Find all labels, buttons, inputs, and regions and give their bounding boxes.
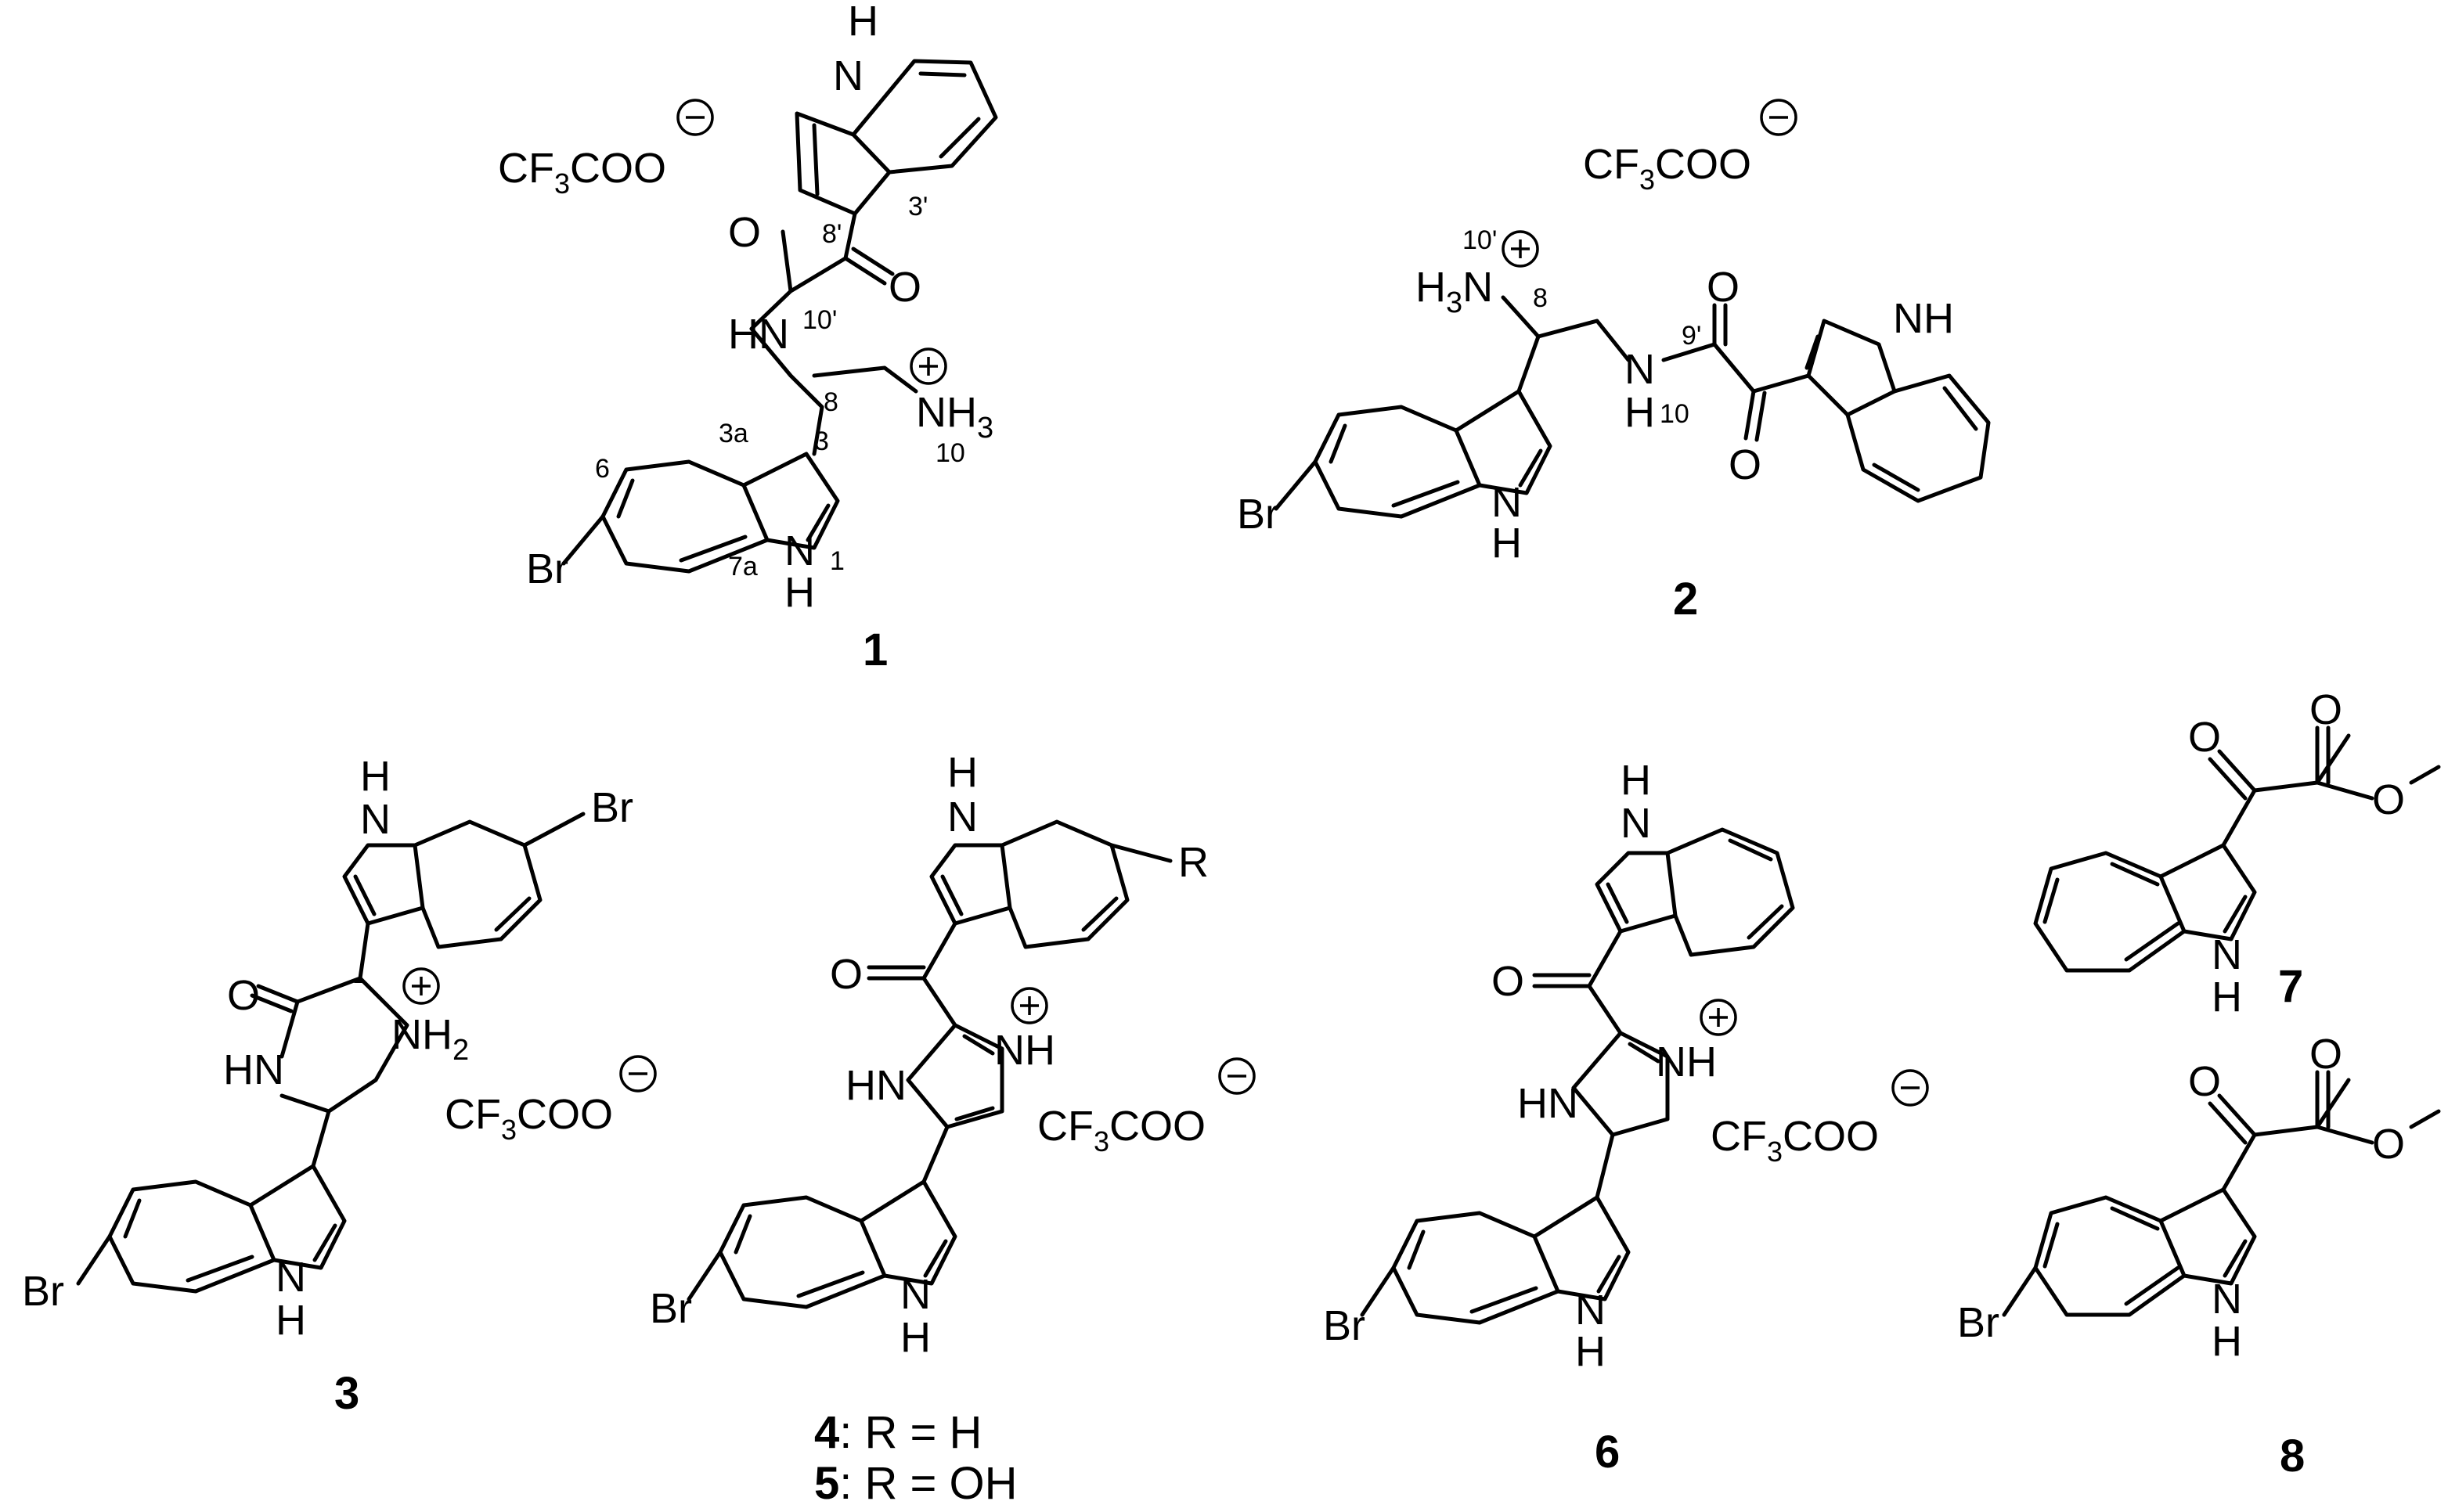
locant: 9': [1682, 321, 1701, 351]
locant: 8: [824, 387, 838, 417]
atom-N: N: [900, 1271, 931, 1318]
atom-O: O: [889, 264, 921, 311]
compound-label: 1: [863, 625, 888, 675]
compound-label: 2: [1673, 574, 1698, 625]
atom-NH: NH: [1656, 1039, 1717, 1085]
locant: 10': [802, 305, 837, 335]
locant: 6: [595, 454, 610, 484]
atom-Br: Br: [1957, 1299, 1999, 1346]
locant: 10: [1660, 399, 1689, 429]
atom-Br: Br: [1237, 491, 1279, 538]
locant: 10': [1462, 225, 1497, 255]
compound-label-4: 4: R = H: [814, 1407, 982, 1458]
counterion-3: CF3COO: [445, 1055, 657, 1146]
atom-H: H: [848, 0, 878, 45]
atom-NH: NH: [1893, 295, 1954, 342]
atom-H: H: [1491, 520, 1522, 567]
atom-N: N: [276, 1254, 306, 1301]
atom-N: N: [360, 796, 391, 843]
locant: 10: [936, 438, 965, 468]
atom-HN: HN: [728, 311, 789, 358]
atom-O: O: [830, 951, 863, 998]
atom-H: H: [2212, 1318, 2242, 1365]
counterion-1: CF3COO: [498, 99, 714, 200]
svg-text:CF3COO: CF3COO: [1583, 141, 1751, 196]
atom-H: H: [1621, 757, 1651, 804]
compound-7: O O O N H 7: [2033, 686, 2441, 1021]
atom-N: N: [1621, 800, 1651, 847]
atom-N: N: [1491, 479, 1522, 526]
atom-Br: Br: [591, 784, 633, 831]
atom-O: O: [2372, 1121, 2405, 1168]
locant: 3a: [719, 419, 748, 448]
atom-H: H: [360, 753, 391, 800]
locant: 1: [830, 546, 845, 576]
atom-O: O: [1491, 958, 1524, 1005]
compound-8: O O O Br N H 8: [1957, 1031, 2441, 1481]
atom-NH3: NH3: [916, 389, 993, 445]
compound-label: 8: [2280, 1431, 2305, 1481]
svg-text:CF3COO: CF3COO: [1711, 1113, 1879, 1168]
atom-HN: HN: [1517, 1080, 1578, 1127]
atom-HN: HN: [223, 1046, 284, 1093]
atom-O: O: [728, 209, 761, 256]
compound-4-5: H N R O NH HN Br N H CF3COO: [650, 749, 1256, 1509]
atom-H: H: [947, 749, 978, 796]
atom-Br: Br: [22, 1268, 64, 1315]
svg-text:CF3COO: CF3COO: [498, 145, 666, 200]
counterion-4-5: CF3COO: [1037, 1057, 1256, 1157]
atom-N: N: [784, 527, 815, 574]
locant: 3': [908, 192, 928, 221]
atom-H: H: [2212, 974, 2242, 1021]
atom-O: O: [2372, 776, 2405, 823]
compound-1: CF3COO H N O O HN NH3 Br N H: [498, 0, 998, 675]
compound-label: 3: [334, 1368, 359, 1419]
locant: 8: [1533, 283, 1548, 313]
compound-2: CF3COO H3N 10' 8 Br N H N H 10 9' O O: [1237, 99, 1991, 625]
atom-N: N: [1624, 346, 1655, 393]
atom-HN: HN: [845, 1062, 907, 1109]
atom-H: H: [1624, 389, 1655, 436]
atom-N: N: [947, 794, 978, 841]
svg-text:CF3COO: CF3COO: [445, 1091, 613, 1146]
atom-N: N: [1575, 1287, 1606, 1334]
pyrrole-ring-1a: [795, 111, 892, 216]
atom-NH: NH: [994, 1027, 1055, 1074]
atom-O: O: [1707, 264, 1740, 311]
atom-Br: Br: [650, 1285, 692, 1332]
counterion-2: CF3COO: [1583, 99, 1797, 196]
atom-H: H: [276, 1297, 306, 1344]
atom-N: N: [2212, 931, 2242, 978]
compound-6: H N O NH HN Br N H CF3COO 6: [1323, 757, 1929, 1478]
compound-label: 6: [1595, 1427, 1620, 1478]
atom-H: H: [784, 569, 815, 616]
locant: 3: [814, 427, 829, 456]
atom-O: O: [1729, 441, 1761, 488]
atom-Br: Br: [526, 545, 568, 592]
counterion-6: CF3COO: [1711, 1069, 1929, 1168]
atom-H: H: [1575, 1328, 1606, 1375]
atom-N: N: [833, 52, 863, 99]
atom-R: R: [1178, 839, 1209, 886]
locant: 8': [822, 219, 842, 249]
atom-N: N: [2212, 1276, 2242, 1323]
atom-H: H: [900, 1314, 931, 1361]
locant: 7a: [728, 552, 758, 581]
svg-text:CF3COO: CF3COO: [1037, 1103, 1206, 1157]
atom-O: O: [2309, 1031, 2342, 1078]
atom-Br: Br: [1323, 1302, 1365, 1349]
compound-label: 7: [2278, 961, 2303, 1012]
atom-NH2: NH2: [391, 1011, 469, 1067]
atom-O: O: [2188, 1058, 2221, 1105]
atom-O: O: [2309, 686, 2342, 733]
compound-3: H N Br O NH2 HN Br N H CF3COO: [22, 753, 657, 1419]
compound-label-5: 5: R = OH: [814, 1458, 1017, 1509]
atom-H3N: H3N: [1415, 264, 1493, 319]
atom-O: O: [227, 972, 260, 1019]
atom-O: O: [2188, 714, 2221, 761]
